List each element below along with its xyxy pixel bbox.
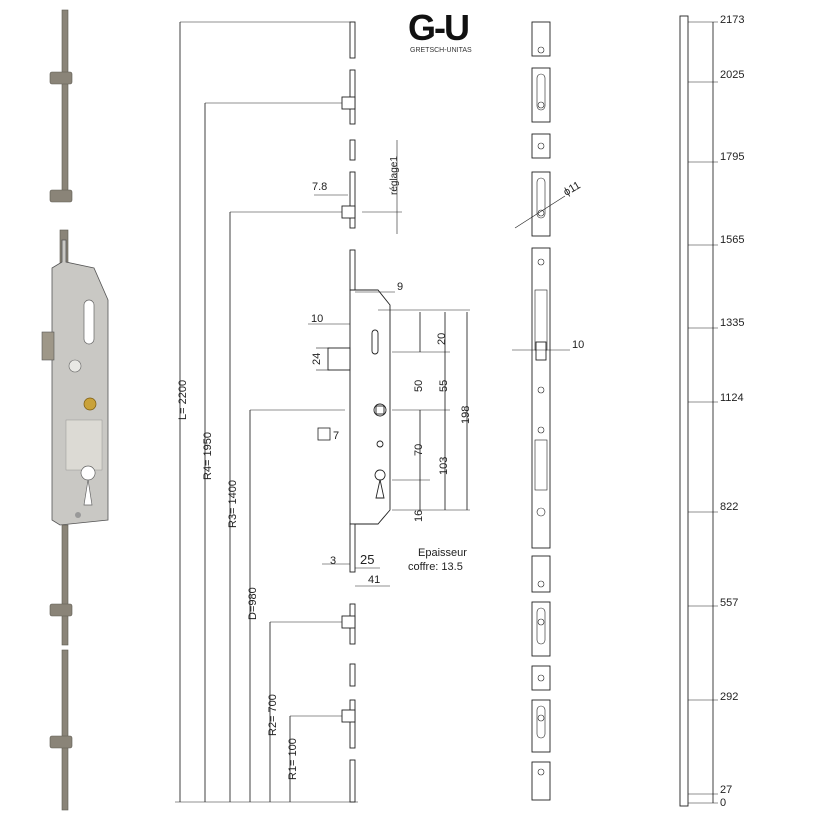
thickness-line2: coffre: 13.5 <box>408 561 463 573</box>
dim-v-16: 16 <box>413 510 425 522</box>
dim-v-55: 55 <box>438 380 450 392</box>
cylinder-hole-drawing <box>374 469 386 499</box>
keeper <box>531 171 551 237</box>
scale-label: 0 <box>720 797 726 809</box>
lock-photo <box>41 9 109 811</box>
roller-bolt-drawing <box>341 709 356 723</box>
dim-L-label: L= 2200 <box>177 380 189 420</box>
dim-b-41: 41 <box>368 574 380 586</box>
spindle-photo <box>83 397 97 411</box>
dim-R3-label: R3= 1400 <box>227 480 239 528</box>
dim-b-25: 25 <box>360 552 374 567</box>
keeper-strip <box>679 15 689 807</box>
scale-label: 1795 <box>720 151 744 163</box>
dim-b-3: 3 <box>330 555 336 567</box>
keeper <box>531 133 551 159</box>
roller-bolt-drawing <box>341 96 356 110</box>
keeper <box>531 67 551 123</box>
slot-photo <box>83 299 95 345</box>
rod-segment <box>349 139 356 161</box>
logo-mark: G-U <box>408 7 468 48</box>
roller-bolt-drawing <box>341 205 356 219</box>
screw-photo <box>75 512 81 518</box>
rod-segment <box>349 21 356 59</box>
instruction-label <box>65 419 103 471</box>
dim-v-50: 50 <box>413 380 425 392</box>
logo-subtitle: GRETSCH-UNITAS <box>410 47 472 54</box>
label-sticker <box>68 359 82 373</box>
scale-label: 822 <box>720 501 738 513</box>
dim-R1-label: R1= 100 <box>287 738 299 780</box>
dim-v-20: 20 <box>436 333 448 345</box>
keeper <box>531 665 551 691</box>
keeper <box>531 761 551 801</box>
rod-segment <box>349 759 356 803</box>
rod-bottom <box>61 649 69 811</box>
scale-label: 1565 <box>720 234 744 246</box>
keeper <box>531 555 551 593</box>
center-keeper <box>531 247 551 549</box>
roller-bolt <box>49 735 73 749</box>
dim-D-label: D=980 <box>247 587 259 620</box>
keeper <box>531 699 551 753</box>
latch-keeper <box>535 341 547 361</box>
scale-label: 292 <box>720 691 738 703</box>
keepers-column: ϕ11 10 <box>512 21 584 801</box>
dim-keeper-width: 10 <box>572 339 584 351</box>
cylinder-hole-photo <box>80 465 96 506</box>
roller-bolt-drawing <box>341 615 356 629</box>
spindle-square <box>375 405 385 415</box>
scale-label: 1335 <box>720 317 744 329</box>
dim-square: 7 <box>333 430 339 442</box>
scale-label: 557 <box>720 597 738 609</box>
dim-h-24: 24 <box>311 353 323 365</box>
rod-segment <box>349 249 356 291</box>
scale-label: 27 <box>720 784 732 796</box>
rod-top <box>61 9 69 201</box>
dim-v-103: 103 <box>438 457 450 475</box>
rod-segment <box>349 699 356 749</box>
rod-segment <box>349 663 356 687</box>
roller-bolt <box>49 189 73 203</box>
rod-mid <box>61 524 69 646</box>
scale-label: 2025 <box>720 69 744 81</box>
lock-drawing <box>327 21 391 803</box>
keeper <box>531 21 551 57</box>
dim-left-10: 10 <box>311 313 323 325</box>
dim-top-9: 9 <box>397 281 403 293</box>
roller-bolt <box>49 603 73 617</box>
dim-v-198: 198 <box>460 406 472 424</box>
dim-adjust: réglage1 <box>389 156 400 195</box>
scale-label: 1124 <box>720 392 744 404</box>
dim-v-70: 70 <box>413 444 425 456</box>
rod-segment <box>349 523 356 573</box>
lock-case-photo <box>51 239 109 526</box>
thickness-line1: Epaisseur <box>418 547 467 559</box>
keeper-strip-scale: 2173 2025 1795 1565 1335 1124 822 557 29… <box>679 14 744 809</box>
screw-drawing <box>376 440 384 448</box>
rod-segment <box>349 171 356 229</box>
dim-R4-label: R4= 1950 <box>202 432 214 480</box>
latch-drawing <box>327 347 351 371</box>
roller-bolt <box>49 71 73 85</box>
latch-photo <box>41 331 55 361</box>
scale-label: 2173 <box>720 14 744 26</box>
square-icon <box>317 427 331 441</box>
dim-R2-label: R2= 700 <box>267 694 279 736</box>
keeper <box>531 601 551 657</box>
gu-logo: G-U GRETSCH-UNITAS <box>408 7 472 54</box>
dim-offset: 7.8 <box>312 181 327 193</box>
lock-dimensions: 7.8 réglage1 9 10 24 20 50 55 198 70 103… <box>308 140 472 587</box>
left-dimensions: L= 2200 R4= 1950 R3= 1400 D=980 R2= 700 … <box>175 21 358 803</box>
dim-diameter: ϕ11 <box>562 179 583 198</box>
slot-drawing <box>371 329 379 355</box>
